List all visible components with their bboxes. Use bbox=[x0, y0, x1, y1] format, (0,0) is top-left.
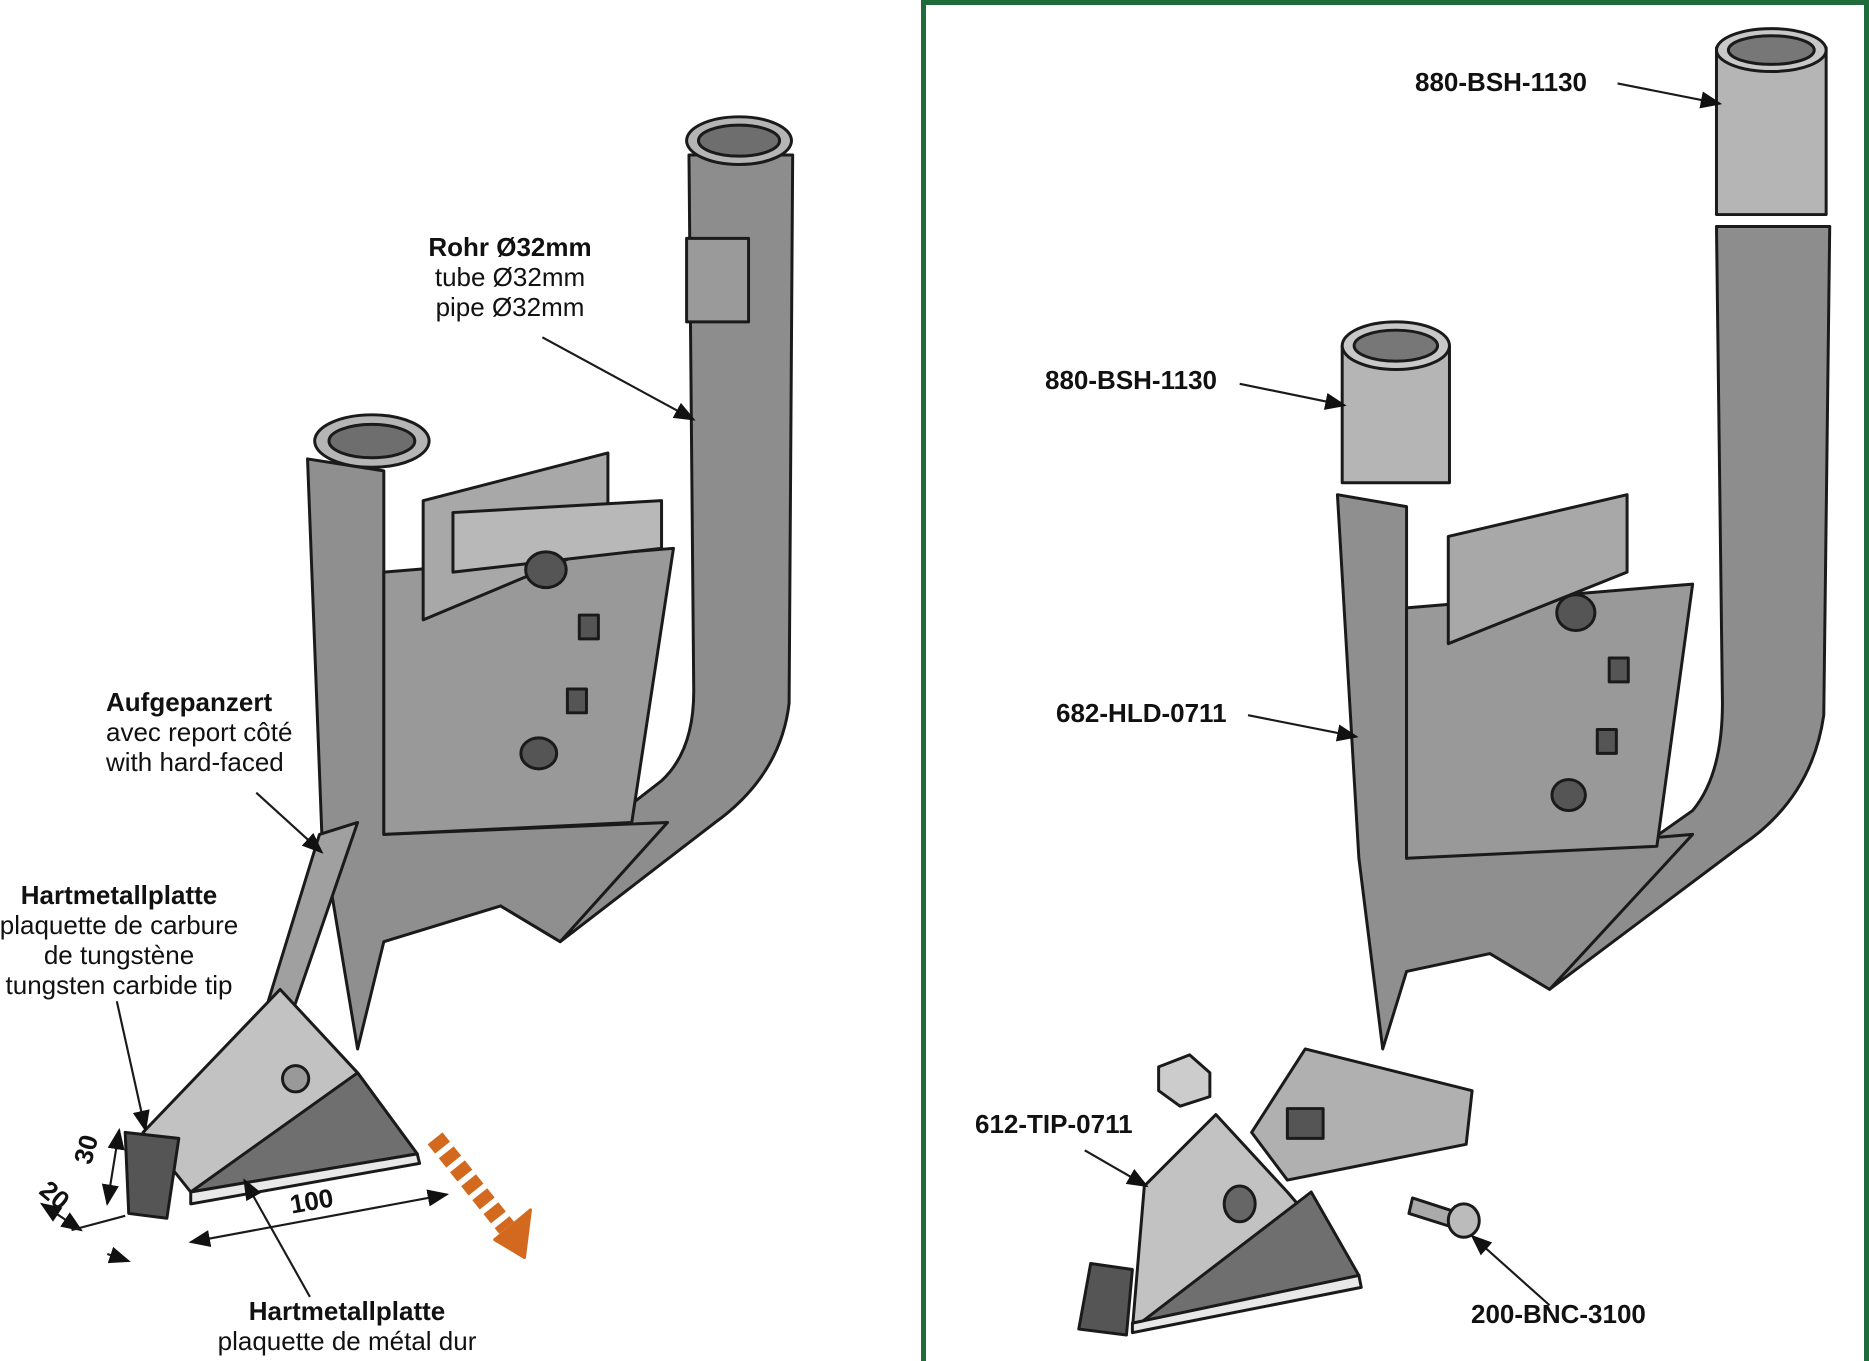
plate-label-title: Hartmetallplatte bbox=[248, 1296, 446, 1326]
tip-label-fr1: plaquette de carbure bbox=[0, 910, 239, 940]
hardfaced-label: Aufgepanzert avec report côté with hard-… bbox=[106, 687, 292, 777]
pipe bbox=[499, 153, 795, 944]
part-number-bolt: 200-BNC-3100 bbox=[1471, 1299, 1646, 1329]
tube-label-fr: tube Ø32mm bbox=[434, 262, 586, 292]
tip-label-title: Hartmetallplatte bbox=[20, 880, 218, 910]
carbide-tip-block bbox=[123, 1130, 181, 1220]
bracket bbox=[1446, 493, 1629, 646]
tube-label-en: pipe Ø32mm bbox=[435, 292, 585, 322]
plate-label: Hartmetallplatte plaquette de métal dur bbox=[218, 1296, 477, 1356]
tip-label-fr2: de tungstène bbox=[43, 940, 195, 970]
tube-label-title: Rohr Ø32mm bbox=[428, 232, 592, 262]
exploded-view-frame bbox=[921, 0, 1869, 1361]
hardfaced-label-title: Aufgepanzert bbox=[106, 687, 273, 717]
part-number-tip: 612-TIP-0711 bbox=[975, 1109, 1133, 1139]
nut bbox=[1157, 1053, 1212, 1108]
part-number-bushing-top: 880-BSH-1130 bbox=[1415, 67, 1587, 97]
working-direction-arrow bbox=[427, 1132, 515, 1234]
tine-shank bbox=[1250, 1047, 1474, 1182]
hardfaced-label-fr: avec report côté bbox=[106, 717, 293, 747]
tube-label: Rohr Ø32mm tube Ø32mm pipe Ø32mm bbox=[428, 232, 591, 322]
plate-label-fr: plaquette de métal dur bbox=[217, 1326, 477, 1356]
tip-label-en: tungsten carbide tip bbox=[5, 970, 233, 1000]
hardfaced-label-en: with hard-faced bbox=[106, 747, 284, 777]
part-number-bushing-mid: 880-BSH-1130 bbox=[1045, 365, 1217, 395]
part-number-holder: 682-HLD-0711 bbox=[1056, 698, 1227, 728]
right-exploded-assembly bbox=[1077, 27, 1832, 1337]
tip-label: Hartmetallplatte plaquette de carbure de… bbox=[0, 880, 238, 1000]
pipe bbox=[1488, 224, 1832, 991]
left-tine-assembly bbox=[39, 115, 795, 1298]
